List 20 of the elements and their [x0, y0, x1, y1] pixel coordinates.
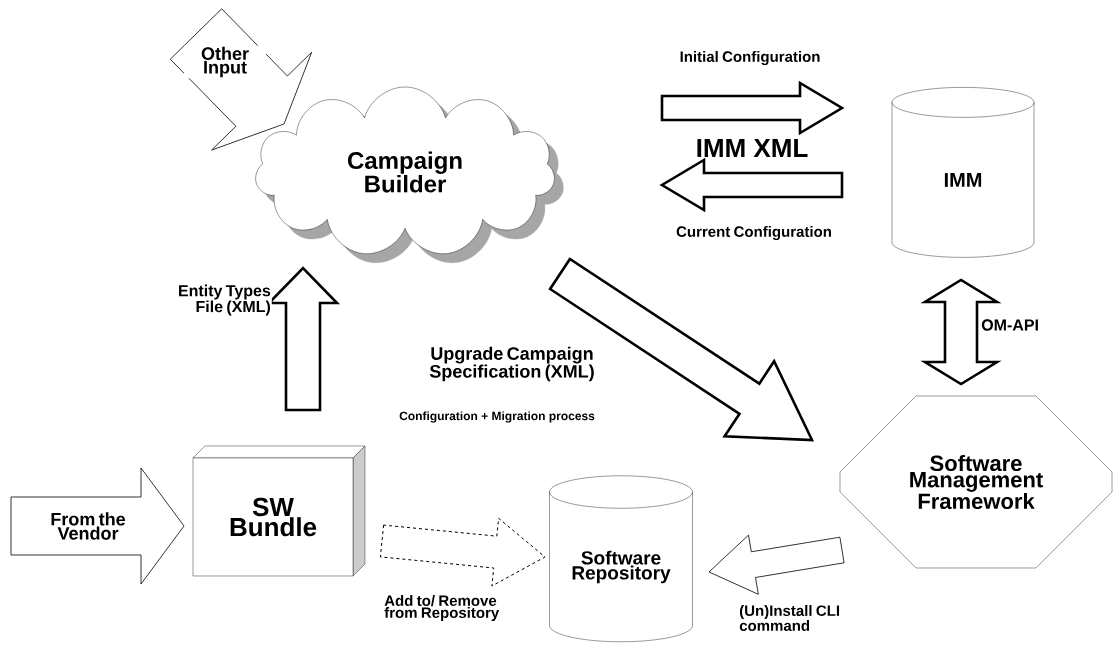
database-cylinder: IMM [891, 87, 1035, 258]
edge-label: (Un)Install CLI command [739, 605, 840, 631]
block-arrow [379, 517, 546, 587]
block-arrow [659, 157, 844, 213]
edge-label: Initial Configuration [680, 50, 820, 65]
edge-label: Upgrade Campaign Specification (XML) [429, 346, 594, 382]
edge-label: Current Configuration [676, 225, 831, 240]
annotation-text: Configuration + Migration process [399, 411, 595, 423]
edge-label: Other Input [201, 46, 249, 78]
block-arrow [660, 80, 845, 136]
database-cylinder: Software Repository [549, 475, 693, 642]
edge-label: Add to/ Remove from Repository [384, 595, 500, 621]
block-arrow [920, 278, 1002, 386]
box-3d: SW Bundle [192, 445, 366, 577]
block-arrow [708, 534, 845, 595]
edge-label: From the Vendor [51, 512, 126, 540]
annotation-text: IMM XML [697, 139, 808, 157]
edge-label: OM-API [981, 319, 1038, 331]
edge-label: Entity Types File (XML) [179, 284, 271, 316]
block-arrow [548, 257, 815, 442]
